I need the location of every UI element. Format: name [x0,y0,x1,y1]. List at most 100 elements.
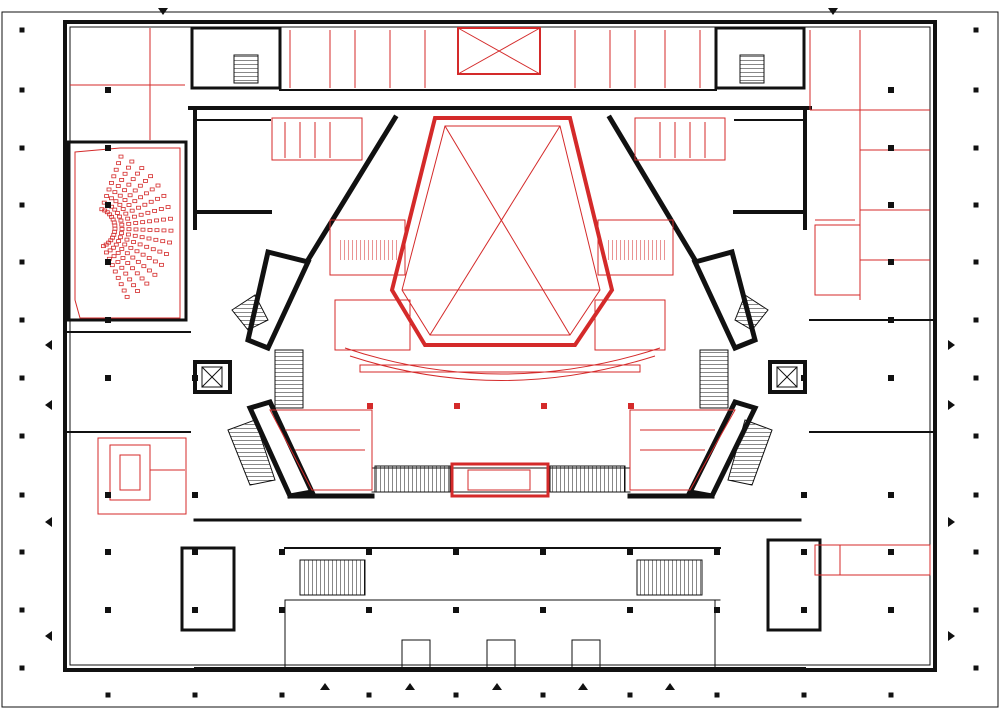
seat [104,250,109,255]
column-dot [105,692,111,698]
column-dot [192,692,198,698]
seat [135,259,141,264]
column [888,607,894,613]
seat [147,228,153,232]
column [801,549,807,555]
seat [139,276,145,281]
seat [117,235,123,240]
column [714,549,720,555]
seat [112,223,118,228]
column-dot [19,317,25,323]
column [888,375,894,381]
seat [112,190,118,195]
seat [116,161,121,166]
seat [113,199,119,204]
column [888,549,894,555]
lecture-hall-seating [99,154,174,299]
column [888,317,894,323]
seat [146,256,152,260]
column-dot [279,692,285,698]
seat [113,167,119,172]
seat [152,209,157,213]
seat [106,187,112,192]
seat [161,228,167,233]
column-dot [540,692,546,698]
seat [143,179,148,183]
seat [165,205,171,209]
column [627,549,633,555]
column-dot [19,549,25,555]
core-walls [67,110,936,601]
seat [133,221,139,225]
seat [148,174,153,179]
seat [161,217,166,222]
column [192,375,198,381]
column [453,549,459,555]
seat [126,182,132,187]
hall-column-markers [367,403,634,409]
column-dot [19,145,25,151]
main-hall [389,116,615,347]
seat [122,171,128,176]
seat [135,289,140,293]
seat [112,229,118,234]
seat [155,196,160,201]
seat [126,203,132,207]
seat [119,265,125,270]
seat [167,240,173,245]
column-dot [973,317,979,323]
lower-service-rooms [180,538,931,632]
seat [126,227,132,232]
column [105,202,111,208]
seat [125,261,131,266]
top-red-rooms [70,28,930,300]
seat [111,245,116,250]
column [105,259,111,265]
seat [127,193,133,198]
seat [114,211,120,215]
seat [104,194,110,198]
seat [117,214,122,219]
column [540,549,546,555]
seat [123,271,129,276]
column-dot [627,692,633,698]
column [192,607,198,613]
seat [118,218,124,223]
seat [132,199,138,204]
seat [140,252,146,257]
column-dot [19,665,25,671]
column [888,202,894,208]
interior-columns [105,87,894,613]
seat [137,183,143,188]
column-dot [366,692,372,698]
seat [115,250,121,255]
hall-diagonal-walls [245,114,759,499]
exterior-entry-markers [45,8,955,690]
column-dot [973,607,979,613]
column [453,607,459,613]
seat [149,187,155,192]
column-dot [973,665,979,671]
seat [147,219,152,224]
seat [144,244,150,249]
seat [126,221,132,226]
seat [146,268,152,273]
column [192,549,198,555]
seat [129,159,135,164]
seat [141,264,147,269]
seat [134,271,140,276]
seat [116,239,122,243]
column-dot [19,607,25,613]
seat [154,228,160,233]
seat [127,277,133,282]
seat [109,263,115,268]
seat [111,174,117,179]
seat [132,233,138,238]
restroom-blocks [271,117,726,161]
seat [126,165,131,170]
seat [118,154,124,159]
seat [125,232,131,237]
seat [153,237,159,242]
seat [161,193,167,198]
column [192,492,198,498]
